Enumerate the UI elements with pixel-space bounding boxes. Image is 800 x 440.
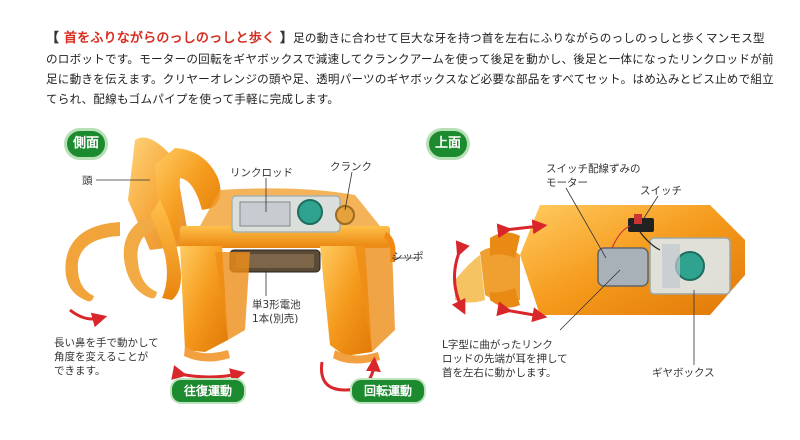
side-view-mammoth [65,137,420,392]
label-l-rod-note: L字型に曲がったリンク ロッドの先端が耳を押して 首を左右に動かします。 [442,339,568,379]
label-crank: クランク [330,161,372,173]
label-motor: スイッチ配線ずみの モーター [546,163,641,189]
label-link-rod: リンクロッド [230,167,293,179]
side-view-badge: 側面 [64,128,108,160]
intro-heading: 【 首をふりながらのっしのっしと歩く 】 [46,31,294,46]
intro-paragraph: 【 首をふりながらのっしのっしと歩く 】足の動きに合わせて巨大な牙を持つ首を左右… [46,28,776,109]
top-view-badge: 上面 [426,128,470,160]
label-trunk-note: 長い鼻を手で動かして 角度を変えることが できます。 [54,337,159,377]
label-switch: スイッチ [640,185,682,197]
intro-body: 足の動きに合わせて巨大な牙を持つ首を左右にふりながらのっしのっしと歩くマンモス型… [46,31,774,106]
label-battery: 単3形電池 1本(別売) [252,299,301,325]
pill-rotating: 回転運動 [350,378,427,404]
label-tail: シッポ [392,251,424,263]
label-gearbox: ギヤボックス [652,367,715,379]
pill-reciprocating: 往復運動 [170,378,247,404]
label-head: 頭 [82,175,93,187]
top-view-mammoth [451,187,745,365]
